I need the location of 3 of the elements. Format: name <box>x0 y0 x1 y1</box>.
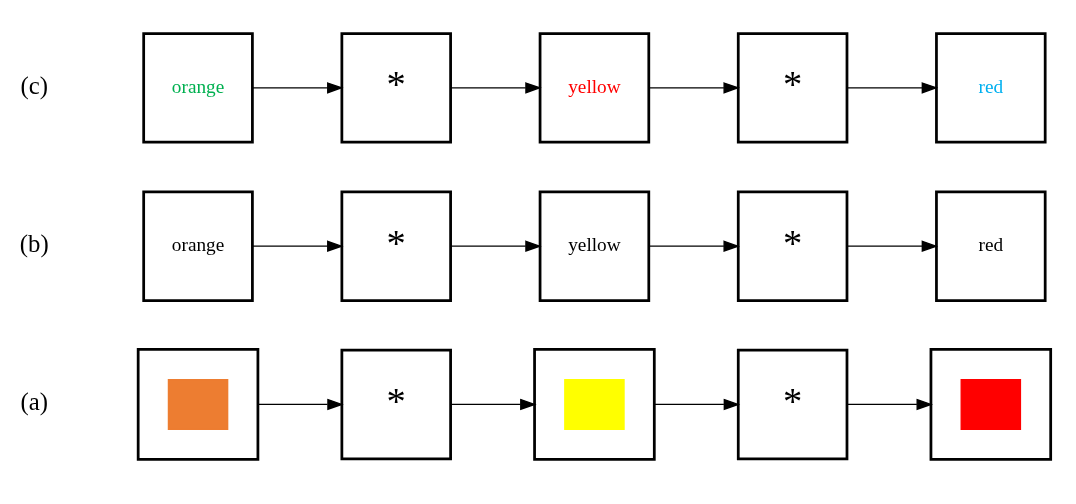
label: (a) <box>20 388 49 416</box>
label: (c) <box>20 71 49 99</box>
label: (b) <box>19 230 49 258</box>
